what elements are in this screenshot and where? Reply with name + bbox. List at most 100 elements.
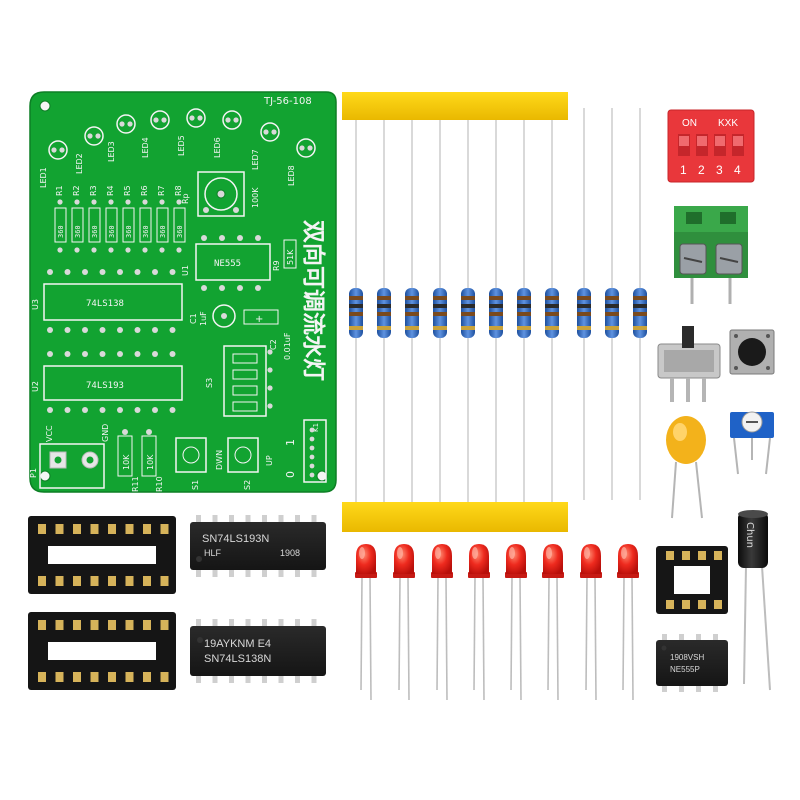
led-footprint-label: LED6 xyxy=(213,137,222,158)
r11-value: 10K xyxy=(122,454,131,470)
led-footprint: LED7 xyxy=(251,122,280,170)
board-code-label: TJ-56-108 xyxy=(263,96,312,107)
c2-label: C2 xyxy=(269,339,278,350)
r10-r11-footprints: 10K 10K R11 R10 xyxy=(117,429,164,492)
c1-value: 1uF xyxy=(199,311,208,326)
red-led xyxy=(505,544,527,701)
red-led xyxy=(542,544,564,701)
u1-chip-label: NE555 xyxy=(214,259,241,269)
c1-label: C1 xyxy=(189,313,198,324)
led-footprint-label: LED1 xyxy=(39,167,48,188)
dip-position-label: 1 xyxy=(680,163,687,177)
dip-brand-label: KXK xyxy=(718,118,738,129)
red-led xyxy=(468,544,490,701)
u1-label: U1 xyxy=(181,265,190,276)
svg-text:+: + xyxy=(255,314,263,325)
dip-position-label: 3 xyxy=(716,163,723,177)
k1-zero-label: 0 xyxy=(284,471,297,478)
resistor-footprint-label: R8 xyxy=(174,185,183,196)
trimmer-potentiometer xyxy=(730,411,774,475)
chip138-line1: 19AYKNM E4 xyxy=(204,638,271,650)
chip555-line2: NE555P xyxy=(670,665,700,674)
led-footprint-label: LED8 xyxy=(287,165,296,186)
chip-ne555: 1908VSH NE555P xyxy=(656,634,728,692)
k1-one-label: 1 xyxy=(284,439,297,446)
k1-label: K1 xyxy=(312,423,320,432)
red-led xyxy=(617,544,639,701)
k1-footprint: K1 1 0 xyxy=(284,419,327,483)
u3-chip-label: 74LS138 xyxy=(86,299,124,309)
chip193-line3: 1908 xyxy=(280,548,300,558)
u2-chip-label: 74LS193 xyxy=(86,381,124,391)
chip-74ls193: SN74LS193N HLF 1908 xyxy=(190,515,326,577)
tape-top xyxy=(342,92,568,120)
screw-terminal xyxy=(674,206,748,304)
u3-footprint: 74LS138 U3 xyxy=(31,269,183,333)
resistor-footprint-value: 360 xyxy=(74,225,82,238)
led-footprint: LED3 xyxy=(107,114,136,162)
ic-sockets-16pin xyxy=(28,516,176,690)
resistor xyxy=(517,288,531,338)
resistor-footprint-label: R1 xyxy=(55,185,64,196)
resistor-footprint-label: R6 xyxy=(140,185,149,196)
cap-brand-label: Chun xyxy=(744,522,755,548)
resistor-footprint-label: R7 xyxy=(157,185,166,196)
resistor xyxy=(633,288,647,338)
s3-footprint: S3 xyxy=(205,345,267,417)
r9-value: 51K xyxy=(286,249,295,265)
led-footprint-label: LED3 xyxy=(107,141,116,162)
pcb-title: 双向可调流水灯 xyxy=(300,220,327,381)
led-footprint-label: LED4 xyxy=(141,137,150,158)
led-footprint: LED2 xyxy=(75,126,104,174)
vcc-label: VCC xyxy=(45,425,54,442)
led-footprint-label: LED2 xyxy=(75,153,84,174)
c2-value: 0.01uF xyxy=(283,332,292,360)
red-led xyxy=(431,544,453,701)
chip193-line2: HLF xyxy=(204,548,222,558)
chip-74ls138: 19AYKNM E4 SN74LS138N xyxy=(190,619,326,683)
p1-label: P1 xyxy=(29,468,38,478)
u2-label: U2 xyxy=(31,381,40,392)
resistor xyxy=(349,288,363,338)
resistor xyxy=(461,288,475,338)
pot-value: 100K xyxy=(251,187,260,208)
c2-footprint: C2 0.01uF xyxy=(269,332,292,360)
resistor-footprint-label: R4 xyxy=(106,185,115,196)
gnd-label: GND xyxy=(101,424,110,442)
dip-position-label: 4 xyxy=(734,163,741,177)
tactile-button xyxy=(729,329,775,375)
resistor xyxy=(377,288,391,338)
red-led xyxy=(393,544,415,701)
up-label: UP xyxy=(265,455,274,466)
dwn-label: DWN xyxy=(215,450,224,470)
resistor-strip xyxy=(342,92,647,532)
resistor-footprint-label: R3 xyxy=(89,185,98,196)
resistor-footprint-value: 360 xyxy=(125,225,133,238)
led-footprint-label: LED7 xyxy=(251,149,260,170)
chip555-line1: 1908VSH xyxy=(670,653,704,662)
led-footprint: LED4 xyxy=(141,110,170,158)
r9-label: R9 xyxy=(272,260,281,271)
resistor xyxy=(545,288,559,338)
u2-footprint: 74LS193 U2 xyxy=(31,351,183,413)
led-footprint: LED6 xyxy=(213,110,242,158)
resistor-footprint: R3 360 xyxy=(88,185,101,253)
resistor xyxy=(605,288,619,338)
led-row xyxy=(355,544,639,701)
ceramic-capacitor xyxy=(666,416,706,519)
red-led xyxy=(580,544,602,701)
resistor xyxy=(577,288,591,338)
led-footprint-label: LED5 xyxy=(177,135,186,156)
r11-label: R11 xyxy=(131,476,140,492)
u3-label: U3 xyxy=(31,299,40,310)
resistor-footprint-value: 360 xyxy=(91,225,99,238)
resistor xyxy=(489,288,503,338)
misc-pads xyxy=(267,349,315,478)
